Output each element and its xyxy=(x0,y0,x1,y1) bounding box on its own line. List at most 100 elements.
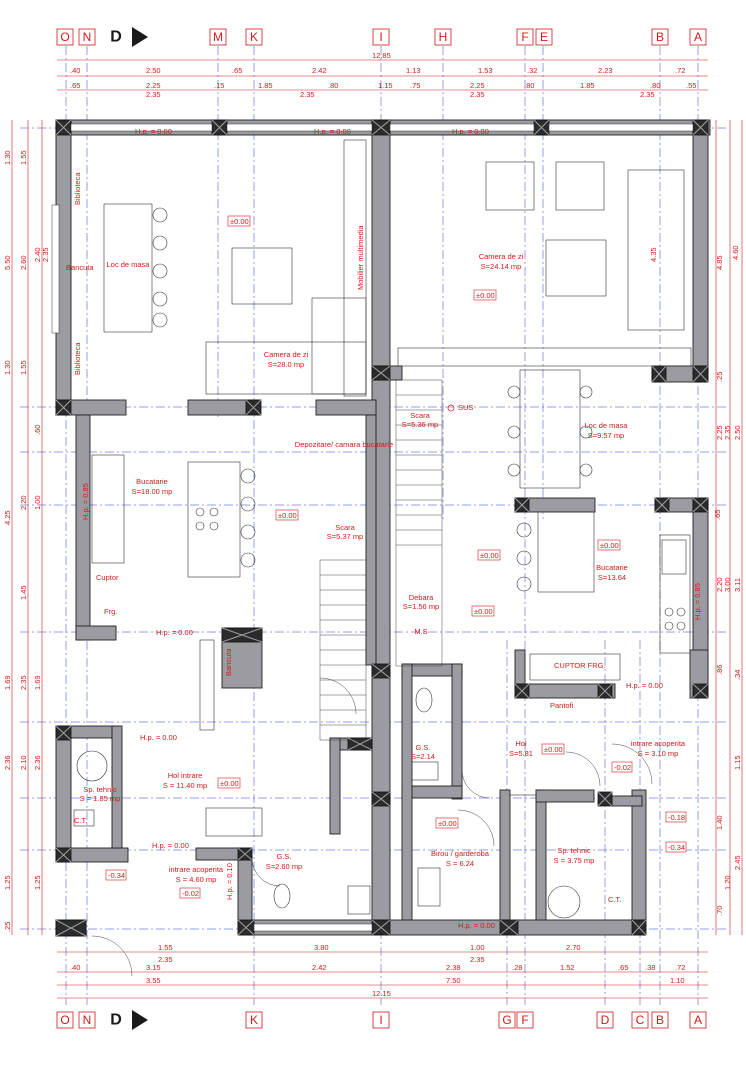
toilet xyxy=(273,883,291,909)
svg-text:Scara: Scara xyxy=(410,411,430,420)
svg-text:2.35: 2.35 xyxy=(470,90,485,99)
svg-text:Camera de zi: Camera de zi xyxy=(479,252,524,261)
svg-text:F: F xyxy=(521,1013,528,1027)
kitchen-island xyxy=(537,511,595,593)
svg-text:K: K xyxy=(250,1013,258,1027)
svg-text:A: A xyxy=(694,1013,702,1027)
column xyxy=(692,119,709,136)
svg-text:2.25: 2.25 xyxy=(470,81,485,90)
svg-text:1.40: 1.40 xyxy=(715,815,724,830)
svg-text:Biblioteca: Biblioteca xyxy=(73,172,82,205)
axis-tag-bottom-B: B xyxy=(651,1011,669,1029)
svg-text:D: D xyxy=(110,1012,122,1029)
svg-text:I: I xyxy=(379,30,382,44)
svg-text:H.p. = 0.00: H.p. = 0.00 xyxy=(135,127,172,136)
svg-text:Loc de masa: Loc de masa xyxy=(107,260,151,269)
svg-text:H.p. = 0.00: H.p. = 0.00 xyxy=(156,628,193,637)
axis-tag-bottom-A: A xyxy=(689,1011,707,1029)
axis-tag-bottom-C: C xyxy=(631,1011,649,1029)
svg-text:intrare acoperita: intrare acoperita xyxy=(631,739,686,748)
column xyxy=(221,627,263,643)
svg-text:.25: .25 xyxy=(3,922,12,932)
left-dimensions: 1.30 5.50 1.55 2.60 2.40 2.35 1.30 1.55 … xyxy=(3,120,50,935)
level-marker: -0.34 xyxy=(105,869,127,881)
axis-tag-top-B: B xyxy=(651,28,669,46)
level-marker: ±0.00 xyxy=(435,817,459,829)
svg-text:4.35: 4.35 xyxy=(649,247,658,262)
axis-tag-top-E: E xyxy=(535,28,553,46)
level-marker: -0.18 xyxy=(665,811,687,823)
armchair xyxy=(555,161,605,211)
svg-text:±0.00: ±0.00 xyxy=(438,819,457,828)
room-living-right: Camera de ziS=24.14 mp xyxy=(479,252,524,271)
axis-tag-top-N: N xyxy=(78,28,96,46)
dining-table xyxy=(519,369,581,489)
svg-text:-0.34: -0.34 xyxy=(668,843,685,852)
svg-text:Sp. tehnic: Sp. tehnic xyxy=(557,846,591,855)
column xyxy=(651,365,667,383)
svg-text:B: B xyxy=(656,1013,664,1027)
axis-tag-top-K: K xyxy=(245,28,263,46)
level-marker: ±0.00 xyxy=(473,289,497,301)
svg-text:Hol intrare: Hol intrare xyxy=(168,771,203,780)
svg-text:Bucatarie: Bucatarie xyxy=(596,563,628,572)
svg-text:2.45: 2.45 xyxy=(733,855,742,870)
svg-text:±0.00: ±0.00 xyxy=(600,541,619,550)
svg-text:±0.00: ±0.00 xyxy=(230,217,249,226)
columns xyxy=(55,119,709,937)
top-axis-labels: O N D M K I H F E B A xyxy=(56,27,707,47)
svg-text:.65: .65 xyxy=(232,66,242,75)
svg-text:.86: .86 xyxy=(715,665,724,675)
level-marker: ±0.00 xyxy=(217,777,241,789)
svg-text:B: B xyxy=(656,30,664,44)
column xyxy=(654,497,670,513)
level-marker: ±0.00 xyxy=(275,509,299,521)
door-swing xyxy=(319,677,357,715)
column xyxy=(55,725,72,741)
svg-text:-0.18: -0.18 xyxy=(668,813,685,822)
svg-text:1.69: 1.69 xyxy=(3,675,12,690)
axis-tag-bottom-D: D xyxy=(596,1011,614,1029)
svg-text:Pantofi: Pantofi xyxy=(550,701,574,710)
svg-text:1.69: 1.69 xyxy=(33,675,42,690)
bench xyxy=(199,639,215,731)
svg-text:±0.00: ±0.00 xyxy=(220,779,239,788)
svg-text:2.42: 2.42 xyxy=(312,66,327,75)
svg-text:Debara: Debara xyxy=(409,593,434,602)
svg-text:2.40: 2.40 xyxy=(33,247,42,262)
svg-text:S = 1.85 mp: S = 1.85 mp xyxy=(80,794,121,803)
svg-text:2.35: 2.35 xyxy=(300,90,315,99)
column xyxy=(245,399,262,416)
level-marker: -0.02 xyxy=(611,761,633,773)
svg-text:.15: .15 xyxy=(214,81,224,90)
dim-overall-bottom: 12.15 xyxy=(372,989,391,998)
boiler xyxy=(76,750,108,782)
level-marker: ±0.00 xyxy=(477,549,501,561)
svg-text:1.13: 1.13 xyxy=(406,66,421,75)
svg-text:C: C xyxy=(636,1013,645,1027)
svg-text:1.55: 1.55 xyxy=(158,943,173,952)
axis-tag-bottom-K: K xyxy=(245,1011,263,1029)
axis-tag-top-F: F xyxy=(516,28,534,46)
svg-text:4.85: 4.85 xyxy=(715,255,724,270)
svg-text:Loc de masa: Loc de masa xyxy=(585,421,629,430)
column xyxy=(514,683,530,699)
svg-text:S = 6.24: S = 6.24 xyxy=(446,859,474,868)
svg-text:2.36: 2.36 xyxy=(33,755,42,770)
svg-text:.34: .34 xyxy=(733,670,742,680)
door-swing xyxy=(251,857,281,887)
section-marker-bottom: D xyxy=(110,1010,148,1030)
svg-text:Biblioteca: Biblioteca xyxy=(73,342,82,375)
level-marker: -0.34 xyxy=(665,841,687,853)
media-cabinet xyxy=(343,139,367,397)
svg-text:G.S.: G.S. xyxy=(415,743,430,752)
svg-text:1.20: 1.20 xyxy=(723,875,732,890)
svg-text:H.p. = 0.00: H.p. = 0.00 xyxy=(626,681,663,690)
column xyxy=(597,791,613,807)
svg-text:F: F xyxy=(521,30,528,44)
svg-text:1.55: 1.55 xyxy=(19,360,28,375)
svg-text:CUPTOR FRG.: CUPTOR FRG. xyxy=(554,661,606,670)
room-wc-left: G.S.S=2.60 mp xyxy=(266,852,302,871)
